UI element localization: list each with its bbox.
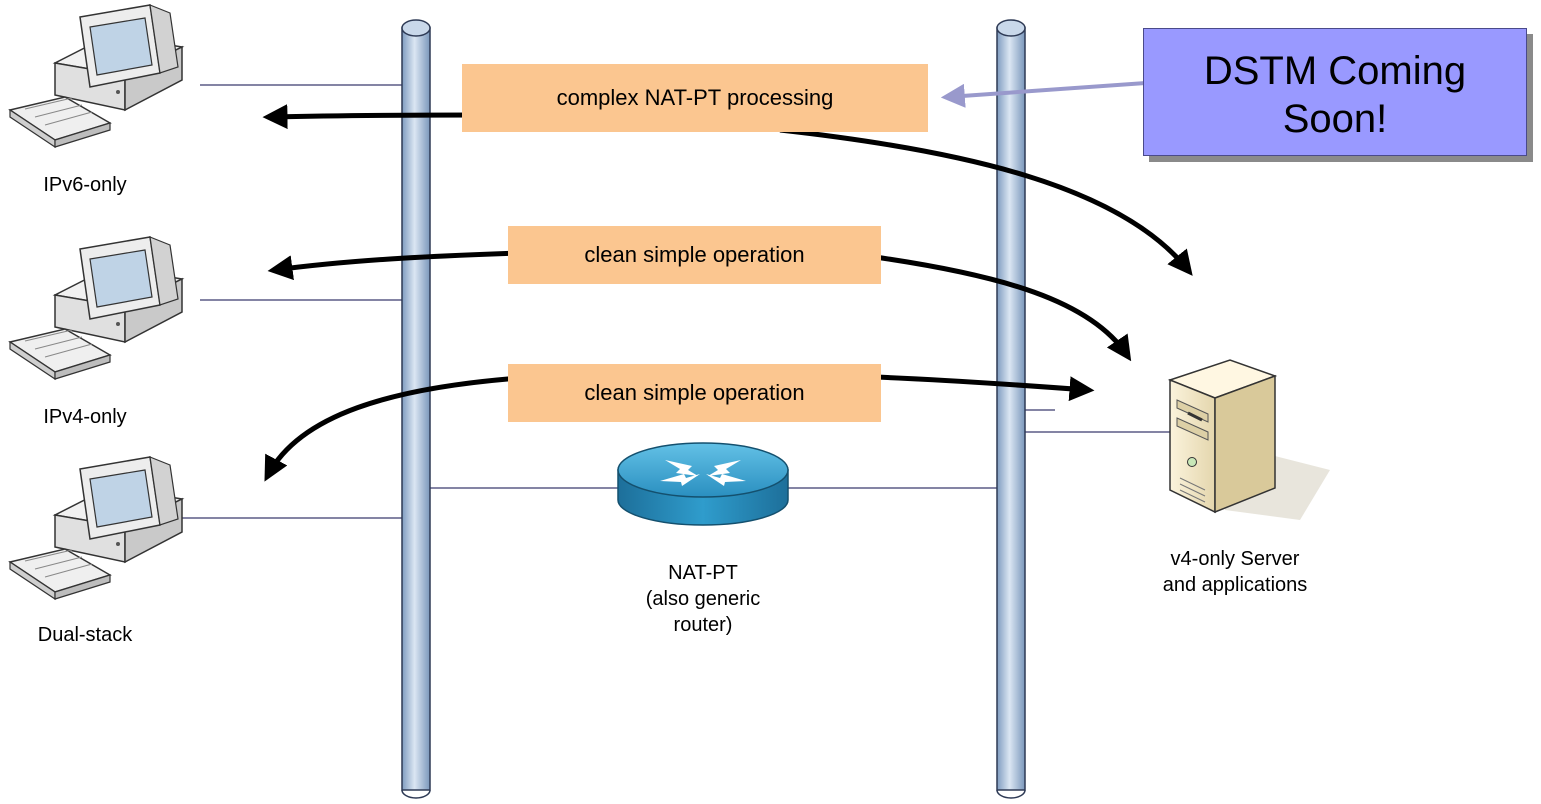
operation-box-complex: complex NAT-PT processing: [462, 64, 928, 132]
network-segment-right: [996, 19, 1026, 799]
router-label-line3: router): [673, 614, 733, 636]
arrow-middle-right: [874, 254, 1132, 362]
nat-pt-router-icon: [617, 442, 789, 526]
operation-label-complex: complex NAT-PT processing: [556, 85, 834, 110]
dualstack-computer-icon: [9, 456, 183, 600]
router-label-line2: (also generic: [645, 588, 761, 610]
operation-label-middle: clean simple operation: [584, 242, 805, 267]
network-segment-left: [401, 19, 431, 799]
server-label-line2: and applications: [1162, 574, 1308, 596]
operation-box-middle: clean simple operation: [508, 226, 881, 284]
server-icon: [1167, 359, 1330, 520]
label-server: v4-only Server and applications: [1120, 546, 1350, 598]
server-label-line1: v4-only Server: [1170, 548, 1300, 570]
callout-line1: DSTM Coming: [1203, 49, 1467, 93]
label-dual-stack: Dual-stack: [37, 624, 133, 646]
callout-pointer-arrow: [940, 81, 1146, 108]
operation-label-bottom: clean simple operation: [584, 380, 805, 405]
arrow-bottom-left: [264, 375, 521, 482]
arrow-top-right: [779, 127, 1193, 276]
ipv6-computer-icon: [8, 4, 185, 149]
arrow-middle-left: [267, 250, 521, 281]
callout-line2: Soon!: [1282, 97, 1388, 141]
arrow-bottom-right: [874, 374, 1095, 402]
label-ipv4-only: IPv4-only: [43, 406, 127, 428]
dstm-callout: DSTM Coming Soon!: [1143, 28, 1527, 156]
router-label-line1: NAT-PT: [668, 562, 738, 584]
traffic-arrows: [262, 104, 1193, 482]
label-nat-pt-router: NAT-PT (also generic router): [603, 560, 803, 638]
link-lines: [170, 84, 1240, 519]
arrow-top-left: [262, 104, 481, 130]
operation-box-bottom: clean simple operation: [508, 364, 881, 422]
ipv4-computer-icon: [9, 236, 183, 380]
label-ipv6-only: IPv6-only: [43, 174, 127, 196]
